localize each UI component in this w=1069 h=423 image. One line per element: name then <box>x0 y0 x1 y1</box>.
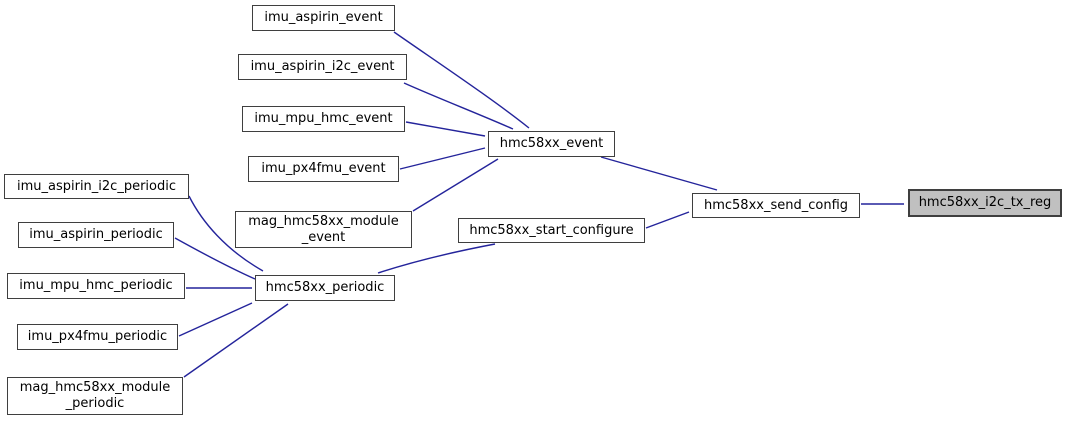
edge-imu_aspirin_i2c_event-to-hmc58xx_event <box>403 82 514 130</box>
edge-hmc58xx_periodic-to-hmc58xx_start_configure <box>377 243 496 274</box>
node-hmc58xx-i2c-tx-reg: hmc58xx_i2c_tx_reg <box>908 189 1062 217</box>
node-hmc58xx-start-configure[interactable]: hmc58xx_start_configure <box>458 218 645 243</box>
edge-imu_mpu_hmc_event-to-hmc58xx_event <box>405 121 486 137</box>
node-imu-px4fmu-periodic[interactable]: imu_px4fmu_periodic <box>17 324 178 350</box>
node-hmc58xx-periodic[interactable]: hmc58xx_periodic <box>255 275 395 301</box>
node-imu-mpu-hmc-periodic[interactable]: imu_mpu_hmc_periodic <box>7 273 185 299</box>
node-imu-aspirin-i2c-event[interactable]: imu_aspirin_i2c_event <box>238 54 407 80</box>
node-hmc58xx-send-config[interactable]: hmc58xx_send_config <box>692 193 860 218</box>
edge-imu_px4fmu_periodic-to-hmc58xx_periodic <box>178 302 253 337</box>
node-mag-hmc58xx-module-event[interactable]: mag_hmc58xx_module _event <box>235 211 412 248</box>
edge-mag_hmc58xx_module_periodic-to-hmc58xx_periodic <box>183 303 289 378</box>
node-hmc58xx-event[interactable]: hmc58xx_event <box>488 131 615 157</box>
node-imu-aspirin-periodic[interactable]: imu_aspirin_periodic <box>18 222 174 248</box>
edge-mag_hmc58xx_module_event-to-hmc58xx_event <box>412 158 499 212</box>
edge-hmc58xx_event-to-hmc58xx_send_config <box>600 156 718 191</box>
edge-imu_aspirin_periodic-to-hmc58xx_periodic <box>174 237 256 280</box>
edge-imu_aspirin_event-to-hmc58xx_event <box>393 31 530 129</box>
node-imu-aspirin-i2c-periodic[interactable]: imu_aspirin_i2c_periodic <box>4 174 189 199</box>
node-imu-mpu-hmc-event[interactable]: imu_mpu_hmc_event <box>242 106 405 132</box>
edge-imu_px4fmu_event-to-hmc58xx_event <box>399 147 486 170</box>
edge-hmc58xx_start_configure-to-hmc58xx_send_config <box>645 211 690 229</box>
node-mag-hmc58xx-module-periodic[interactable]: mag_hmc58xx_module _periodic <box>7 377 183 415</box>
edge-imu_aspirin_i2c_periodic-to-hmc58xx_periodic <box>188 195 264 272</box>
node-imu-px4fmu-event[interactable]: imu_px4fmu_event <box>248 156 399 182</box>
node-imu-aspirin-event[interactable]: imu_aspirin_event <box>252 5 395 31</box>
